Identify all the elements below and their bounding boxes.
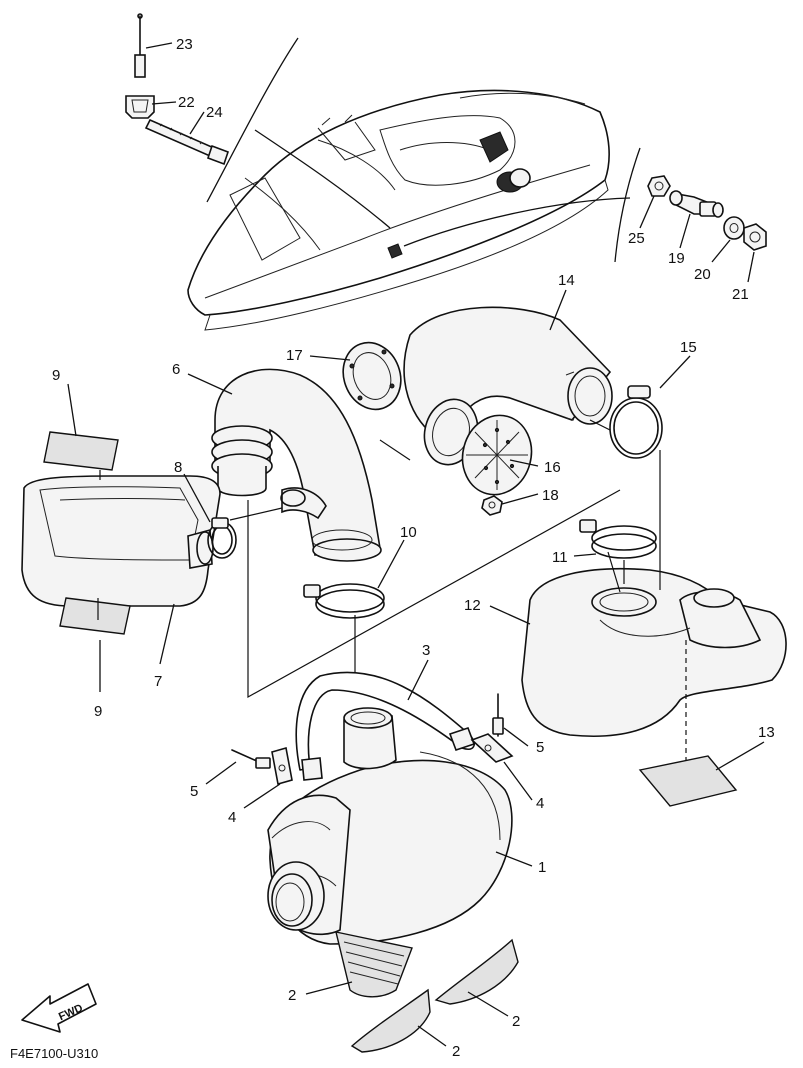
assembly-lines	[97, 419, 687, 760]
zoom-leader-left	[254, 129, 391, 229]
exhaust-pipe-6	[211, 368, 382, 562]
callout-6: 6	[172, 361, 180, 378]
hose-clamp-15	[609, 385, 663, 459]
bolt-18	[481, 495, 503, 516]
callout-15: 15	[680, 339, 697, 356]
resonator-12	[521, 567, 787, 738]
watercraft-hull-drawing	[187, 89, 610, 331]
hose-clamp-8	[207, 517, 237, 559]
bracket-4-right	[470, 733, 514, 763]
drawing-code: F4E7100-U310	[10, 1046, 98, 1061]
baffle-plate-16	[461, 414, 533, 496]
callout-17: 17	[286, 347, 303, 364]
callout-4-left: 4	[228, 809, 236, 826]
water-lock-7	[21, 475, 221, 607]
callout-8: 8	[174, 459, 182, 476]
hose-clamp-10	[303, 583, 385, 619]
bracket-4-left	[271, 746, 293, 786]
hose-joint-19	[669, 190, 724, 218]
callout-2-bottom: 2	[452, 1043, 460, 1060]
callout-4-right: 4	[536, 795, 544, 812]
callout-19: 19	[668, 250, 685, 267]
rivet-23	[134, 13, 146, 78]
callout-3: 3	[422, 642, 430, 659]
callout-7: 7	[154, 673, 162, 690]
holder-22	[125, 95, 155, 119]
callout-13: 13	[758, 724, 775, 741]
callout-22: 22	[178, 94, 195, 111]
detail-bracket-left	[206, 37, 299, 203]
callout-2-left: 2	[288, 987, 296, 1004]
cable-tie-24	[144, 118, 230, 166]
callout-18: 18	[542, 487, 559, 504]
callout-5-left: 5	[190, 783, 198, 800]
bolt-5-right	[492, 693, 504, 737]
gasket-17	[342, 341, 402, 411]
washer-20	[723, 216, 745, 240]
pad-13	[638, 755, 738, 807]
callout-9-lower: 9	[94, 703, 102, 720]
callout-25: 25	[628, 230, 645, 247]
pad-9-upper	[43, 431, 119, 471]
callout-16: 16	[544, 459, 561, 476]
callout-21: 21	[732, 286, 749, 303]
pad-2-right	[434, 938, 519, 1005]
callout-20: 20	[694, 266, 711, 283]
callout-numbers: 23 22 24 25 19 20 21 14 15 17 16 18 6 8 …	[52, 36, 775, 1060]
bolt-5-left	[231, 749, 271, 769]
callout-11: 11	[552, 549, 568, 566]
pad-9-lower	[59, 597, 131, 635]
fwd-arrow-icon: FWD	[21, 983, 97, 1033]
detail-bracket-right	[614, 147, 641, 263]
nut-25	[647, 175, 671, 197]
muffler-1	[267, 707, 513, 945]
fwd-label: FWD	[57, 1002, 85, 1023]
hose-clamp-11	[579, 519, 657, 559]
callout-24: 24	[206, 104, 223, 121]
callout-12: 12	[464, 597, 481, 614]
callout-1: 1	[538, 859, 546, 876]
pad-2-bottom	[350, 988, 431, 1053]
zoom-leader-right	[403, 197, 631, 247]
pad-2-left	[335, 931, 413, 998]
callout-9-upper: 9	[52, 367, 60, 384]
callout-10: 10	[400, 524, 417, 541]
nut-21	[743, 223, 767, 251]
band-3	[295, 671, 476, 781]
callout-23: 23	[176, 36, 193, 53]
callout-leaders	[67, 42, 765, 1047]
callout-14: 14	[558, 272, 575, 289]
callout-2-right: 2	[512, 1013, 520, 1030]
callout-5-right: 5	[536, 739, 544, 756]
